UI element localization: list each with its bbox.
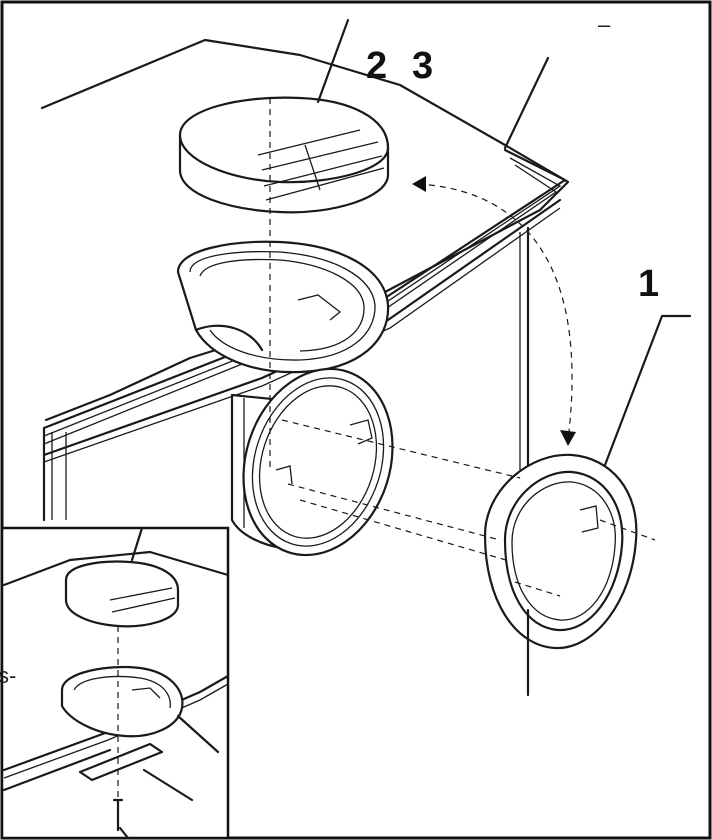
dash-mark: – (598, 12, 611, 37)
movement-arrow (412, 176, 576, 446)
edge-text-fragment: s- (0, 663, 16, 688)
appliance-housing (40, 38, 570, 522)
inset-detail (0, 526, 230, 840)
callout-2: 2 (366, 45, 387, 87)
callout-1: 1 (638, 263, 659, 305)
top-collar (176, 240, 390, 374)
leader-lines (316, 18, 692, 697)
alignment-lines (269, 98, 656, 597)
loose-ring-part-1 (483, 453, 638, 650)
callout-3: 3 (412, 45, 433, 87)
lid-cap (178, 96, 390, 214)
